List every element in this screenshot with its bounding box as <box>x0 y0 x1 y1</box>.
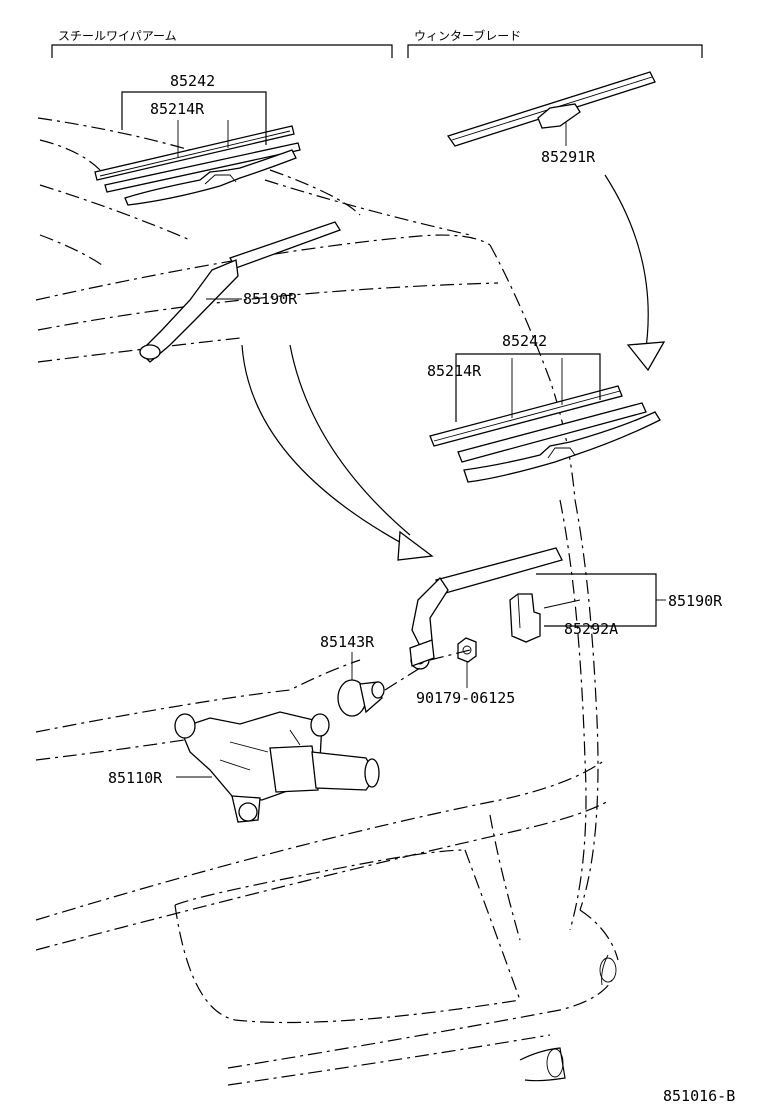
rear-wiper-blade-steel <box>94 125 301 206</box>
label-85190r-right: 85190R <box>668 592 723 610</box>
header-steel-arm: スチールワイパアーム <box>58 29 177 43</box>
label-85110r: 85110R <box>108 769 163 787</box>
flow-arrows <box>241 174 666 561</box>
vehicle-body-outline <box>35 117 619 1086</box>
label-85242-top: 85242 <box>170 72 215 90</box>
leader-85242-mid <box>455 353 601 422</box>
bracket-winter-blade <box>407 44 703 58</box>
leader-85242-top <box>121 91 267 145</box>
nut <box>457 637 477 663</box>
figure-id: 851016-B <box>663 1087 735 1105</box>
wiper-arm-cap <box>509 593 541 643</box>
header-winter-blade: ウィンターブレード <box>414 28 521 43</box>
label-85292a: 85292A <box>564 620 618 638</box>
label-85214r-mid: 85214R <box>427 362 482 380</box>
label-85190r-top: 85190R <box>243 290 298 308</box>
rear-wiper-blade-installed <box>429 385 661 483</box>
winter-blade <box>446 71 656 147</box>
label-85143r: 85143R <box>320 633 375 651</box>
leader-85292a <box>543 599 581 609</box>
label-90179-06125: 90179-06125 <box>416 689 515 707</box>
rear-wiper-arm-installed <box>139 221 341 363</box>
label-85291r: 85291R <box>541 148 596 166</box>
wiper-motor <box>174 711 380 823</box>
label-85242-mid: 85242 <box>502 332 547 350</box>
leader-85214r-mid <box>511 358 563 418</box>
label-85214r-top: 85214R <box>150 100 205 118</box>
leader-85214r-top <box>177 120 229 158</box>
bracket-steel-arm <box>51 44 393 58</box>
pivot-grommet <box>337 679 385 717</box>
rear-wiper-arm <box>409 547 563 670</box>
leader-85190r-right <box>536 573 657 627</box>
